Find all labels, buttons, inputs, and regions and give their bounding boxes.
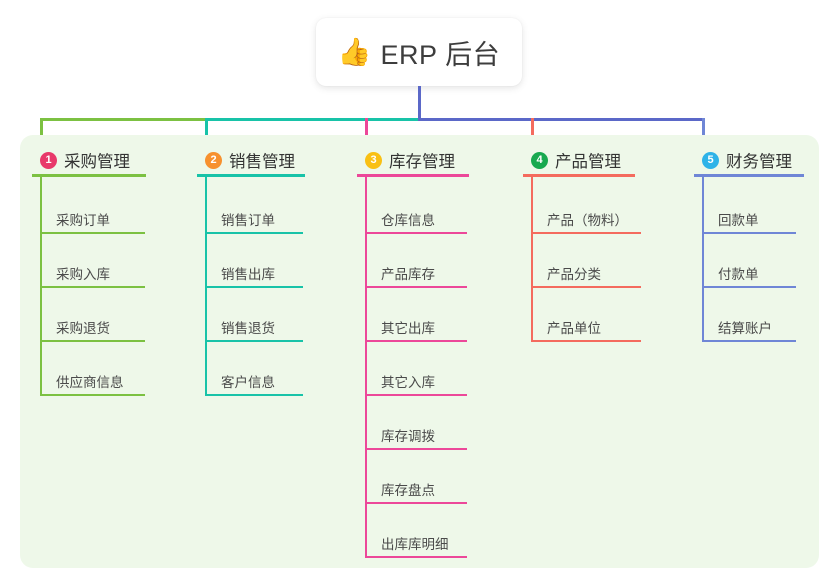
module-item[interactable]: 仓库信息 <box>365 206 467 234</box>
module-header-2[interactable]: 2 销售管理 <box>205 148 295 172</box>
module-item[interactable]: 产品（物料） <box>531 206 641 234</box>
module-item-underline <box>702 286 796 288</box>
module-item-label: 销售退货 <box>221 321 275 336</box>
column-drop-connector-5 <box>702 118 705 148</box>
module-item[interactable]: 库存盘点 <box>365 476 467 504</box>
module-item-underline <box>205 232 303 234</box>
module-item[interactable]: 销售出库 <box>205 260 303 288</box>
module-header-4[interactable]: 4 产品管理 <box>531 148 621 172</box>
module-item-underline <box>365 286 467 288</box>
module-item-label: 销售出库 <box>221 267 275 282</box>
module-header-1[interactable]: 1 采购管理 <box>40 148 130 172</box>
module-stem-connector <box>365 177 367 558</box>
module-stem-connector <box>531 177 533 342</box>
module-title: 销售管理 <box>229 153 295 171</box>
module-item-label: 库存盘点 <box>381 483 435 498</box>
module-stem-connector <box>702 177 704 342</box>
module-header-underline <box>357 174 469 177</box>
module-item[interactable]: 其它入库 <box>365 368 467 396</box>
module-item-label: 产品库存 <box>381 267 435 282</box>
module-item[interactable]: 采购退货 <box>40 314 145 342</box>
module-item[interactable]: 出库库明细 <box>365 530 467 558</box>
module-item-label: 仓库信息 <box>381 213 435 228</box>
module-item-underline <box>365 394 467 396</box>
module-item-underline <box>531 232 641 234</box>
module-item-label: 供应商信息 <box>56 375 124 390</box>
module-item-label: 出库库明细 <box>381 537 449 552</box>
module-title: 产品管理 <box>555 153 621 171</box>
module-item-label: 库存调拨 <box>381 429 435 444</box>
module-header-3[interactable]: 3 库存管理 <box>365 148 455 172</box>
module-number-badge: 2 <box>205 151 222 169</box>
module-item[interactable]: 采购订单 <box>40 206 145 234</box>
module-item-underline <box>40 286 145 288</box>
module-item-underline <box>205 340 303 342</box>
module-item-label: 采购入库 <box>56 267 110 282</box>
module-item-label: 产品单位 <box>547 321 601 336</box>
module-item[interactable]: 其它出库 <box>365 314 467 342</box>
module-item-underline <box>365 502 467 504</box>
module-item-underline <box>702 340 796 342</box>
column-drop-connector-4 <box>531 118 534 148</box>
thumbs-up-icon: 👍 <box>337 36 372 67</box>
module-item[interactable]: 销售退货 <box>205 314 303 342</box>
module-item-label: 结算账户 <box>718 321 772 336</box>
module-item-label: 付款单 <box>718 267 759 282</box>
column-drop-connector-3 <box>365 118 368 148</box>
module-header-underline <box>523 174 635 177</box>
module-item[interactable]: 销售订单 <box>205 206 303 234</box>
module-item-underline <box>40 232 145 234</box>
module-number-badge: 3 <box>365 151 382 169</box>
module-item[interactable]: 采购入库 <box>40 260 145 288</box>
module-item-underline <box>205 286 303 288</box>
module-item-label: 客户信息 <box>221 375 275 390</box>
root-node-title: ERP 后台 <box>380 39 501 70</box>
module-item-underline <box>365 448 467 450</box>
module-item-label: 其它出库 <box>381 321 435 336</box>
module-item-underline <box>365 556 467 558</box>
module-number-badge: 1 <box>40 151 57 169</box>
module-title: 采购管理 <box>64 153 130 171</box>
connector-bar-mid <box>205 118 421 121</box>
module-item-underline <box>40 394 145 396</box>
module-item[interactable]: 供应商信息 <box>40 368 145 396</box>
module-item-label: 采购订单 <box>56 213 110 228</box>
module-item-underline <box>531 286 641 288</box>
module-title: 库存管理 <box>389 153 455 171</box>
module-item-underline <box>531 340 641 342</box>
module-item[interactable]: 库存调拨 <box>365 422 467 450</box>
module-number-badge: 5 <box>702 151 719 169</box>
module-number-badge: 4 <box>531 151 548 169</box>
module-item-underline <box>205 394 303 396</box>
module-item[interactable]: 产品单位 <box>531 314 641 342</box>
module-item[interactable]: 回款单 <box>702 206 796 234</box>
module-title: 财务管理 <box>726 153 792 171</box>
module-item[interactable]: 产品分类 <box>531 260 641 288</box>
module-item[interactable]: 客户信息 <box>205 368 303 396</box>
root-node-card[interactable]: 👍 ERP 后台 <box>316 18 522 86</box>
connector-bar-left <box>40 118 207 121</box>
module-item[interactable]: 结算账户 <box>702 314 796 342</box>
module-item-label: 产品（物料） <box>547 213 628 228</box>
module-item[interactable]: 付款单 <box>702 260 796 288</box>
connector-bar-right <box>418 118 705 121</box>
module-item-label: 回款单 <box>718 213 759 228</box>
module-item-label: 产品分类 <box>547 267 601 282</box>
module-item[interactable]: 产品库存 <box>365 260 467 288</box>
column-drop-connector-1 <box>40 118 43 148</box>
modules-panel <box>20 135 819 568</box>
module-item-label: 其它入库 <box>381 375 435 390</box>
trunk-connector <box>418 86 421 121</box>
module-header-underline <box>32 174 146 177</box>
module-item-underline <box>40 340 145 342</box>
module-header-underline <box>197 174 305 177</box>
module-header-underline <box>694 174 804 177</box>
module-item-underline <box>702 232 796 234</box>
module-item-label: 销售订单 <box>221 213 275 228</box>
module-header-5[interactable]: 5 财务管理 <box>702 148 792 172</box>
column-drop-connector-2 <box>205 118 208 148</box>
module-item-label: 采购退货 <box>56 321 110 336</box>
module-item-underline <box>365 232 467 234</box>
module-item-underline <box>365 340 467 342</box>
